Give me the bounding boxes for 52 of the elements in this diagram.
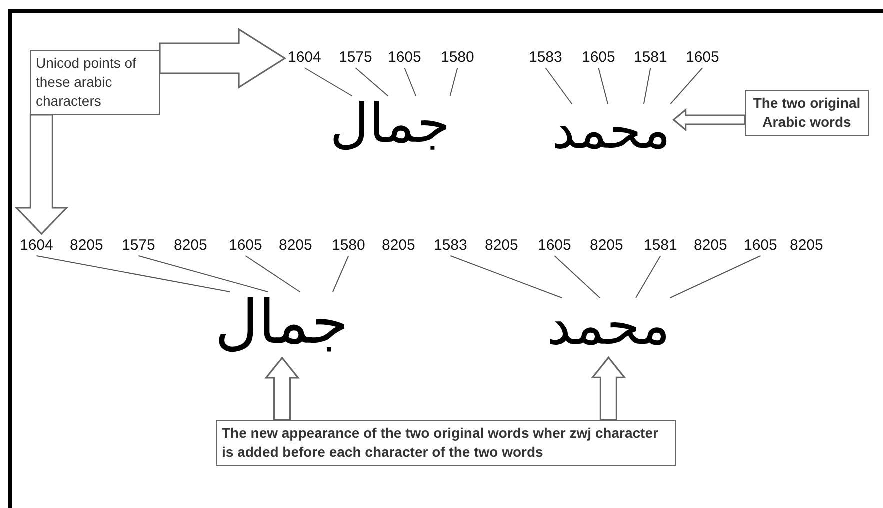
code-point-label: 8205 bbox=[590, 237, 624, 255]
note-box: Unicod points of these arabic characters bbox=[30, 50, 160, 115]
code-point-label: 1605 bbox=[582, 49, 616, 67]
leader-line bbox=[304, 68, 352, 96]
code-point-label: 1604 bbox=[20, 237, 54, 255]
block-arrow bbox=[672, 108, 746, 132]
code-point-label: 8205 bbox=[279, 237, 312, 255]
leader-line bbox=[450, 68, 458, 96]
code-point-label: 1580 bbox=[441, 49, 474, 67]
code-point-label: 1583 bbox=[529, 49, 562, 67]
code-point-label: 1575 bbox=[122, 237, 156, 255]
leader-line bbox=[670, 256, 762, 298]
code-point-label: 1605 bbox=[744, 237, 778, 255]
code-point-label: 8205 bbox=[174, 237, 208, 255]
block-arrow bbox=[264, 356, 300, 421]
leader-line bbox=[245, 256, 300, 292]
code-point-label: 8205 bbox=[382, 237, 416, 255]
arabic-word: محمد bbox=[547, 298, 670, 355]
leader-line bbox=[404, 68, 416, 96]
arabic-word: جمال bbox=[330, 96, 450, 153]
code-point-label: 1581 bbox=[644, 237, 678, 255]
code-point-label: 1605 bbox=[538, 237, 572, 255]
block-arrow bbox=[14, 114, 69, 236]
block-arrow bbox=[159, 28, 286, 89]
code-point-label: 1605 bbox=[388, 49, 422, 67]
code-point-label: 1580 bbox=[332, 237, 366, 255]
code-point-label: 1605 bbox=[229, 237, 262, 255]
arabic-word: جمال bbox=[215, 292, 349, 355]
code-point-label: 8205 bbox=[70, 237, 104, 255]
leader-line bbox=[450, 256, 562, 298]
note-box: The two original Arabic words bbox=[745, 90, 869, 136]
leader-line bbox=[598, 68, 608, 104]
code-point-label: 8205 bbox=[790, 237, 824, 255]
code-point-label: 1581 bbox=[634, 49, 668, 67]
leader-line bbox=[554, 256, 600, 298]
leader-line bbox=[36, 256, 230, 292]
code-point-label: 1605 bbox=[686, 49, 720, 67]
code-point-label: 8205 bbox=[485, 237, 518, 255]
leader-line bbox=[545, 68, 572, 104]
note-box: The new appearance of the two original words wher zwj character is added before each character of the two words bbox=[216, 420, 676, 466]
code-point-label: 1575 bbox=[339, 49, 372, 67]
code-point-label: 8205 bbox=[694, 237, 728, 255]
leader-line bbox=[644, 68, 652, 104]
block-arrow bbox=[591, 356, 626, 421]
leader-line bbox=[138, 256, 268, 292]
code-point-label: 1583 bbox=[434, 237, 468, 255]
leader-line bbox=[670, 68, 704, 104]
code-point-label: 1604 bbox=[288, 49, 322, 67]
leader-line bbox=[355, 68, 388, 96]
arabic-word: محمد bbox=[552, 104, 671, 159]
leader-line bbox=[636, 256, 662, 298]
leader-line bbox=[332, 256, 350, 292]
